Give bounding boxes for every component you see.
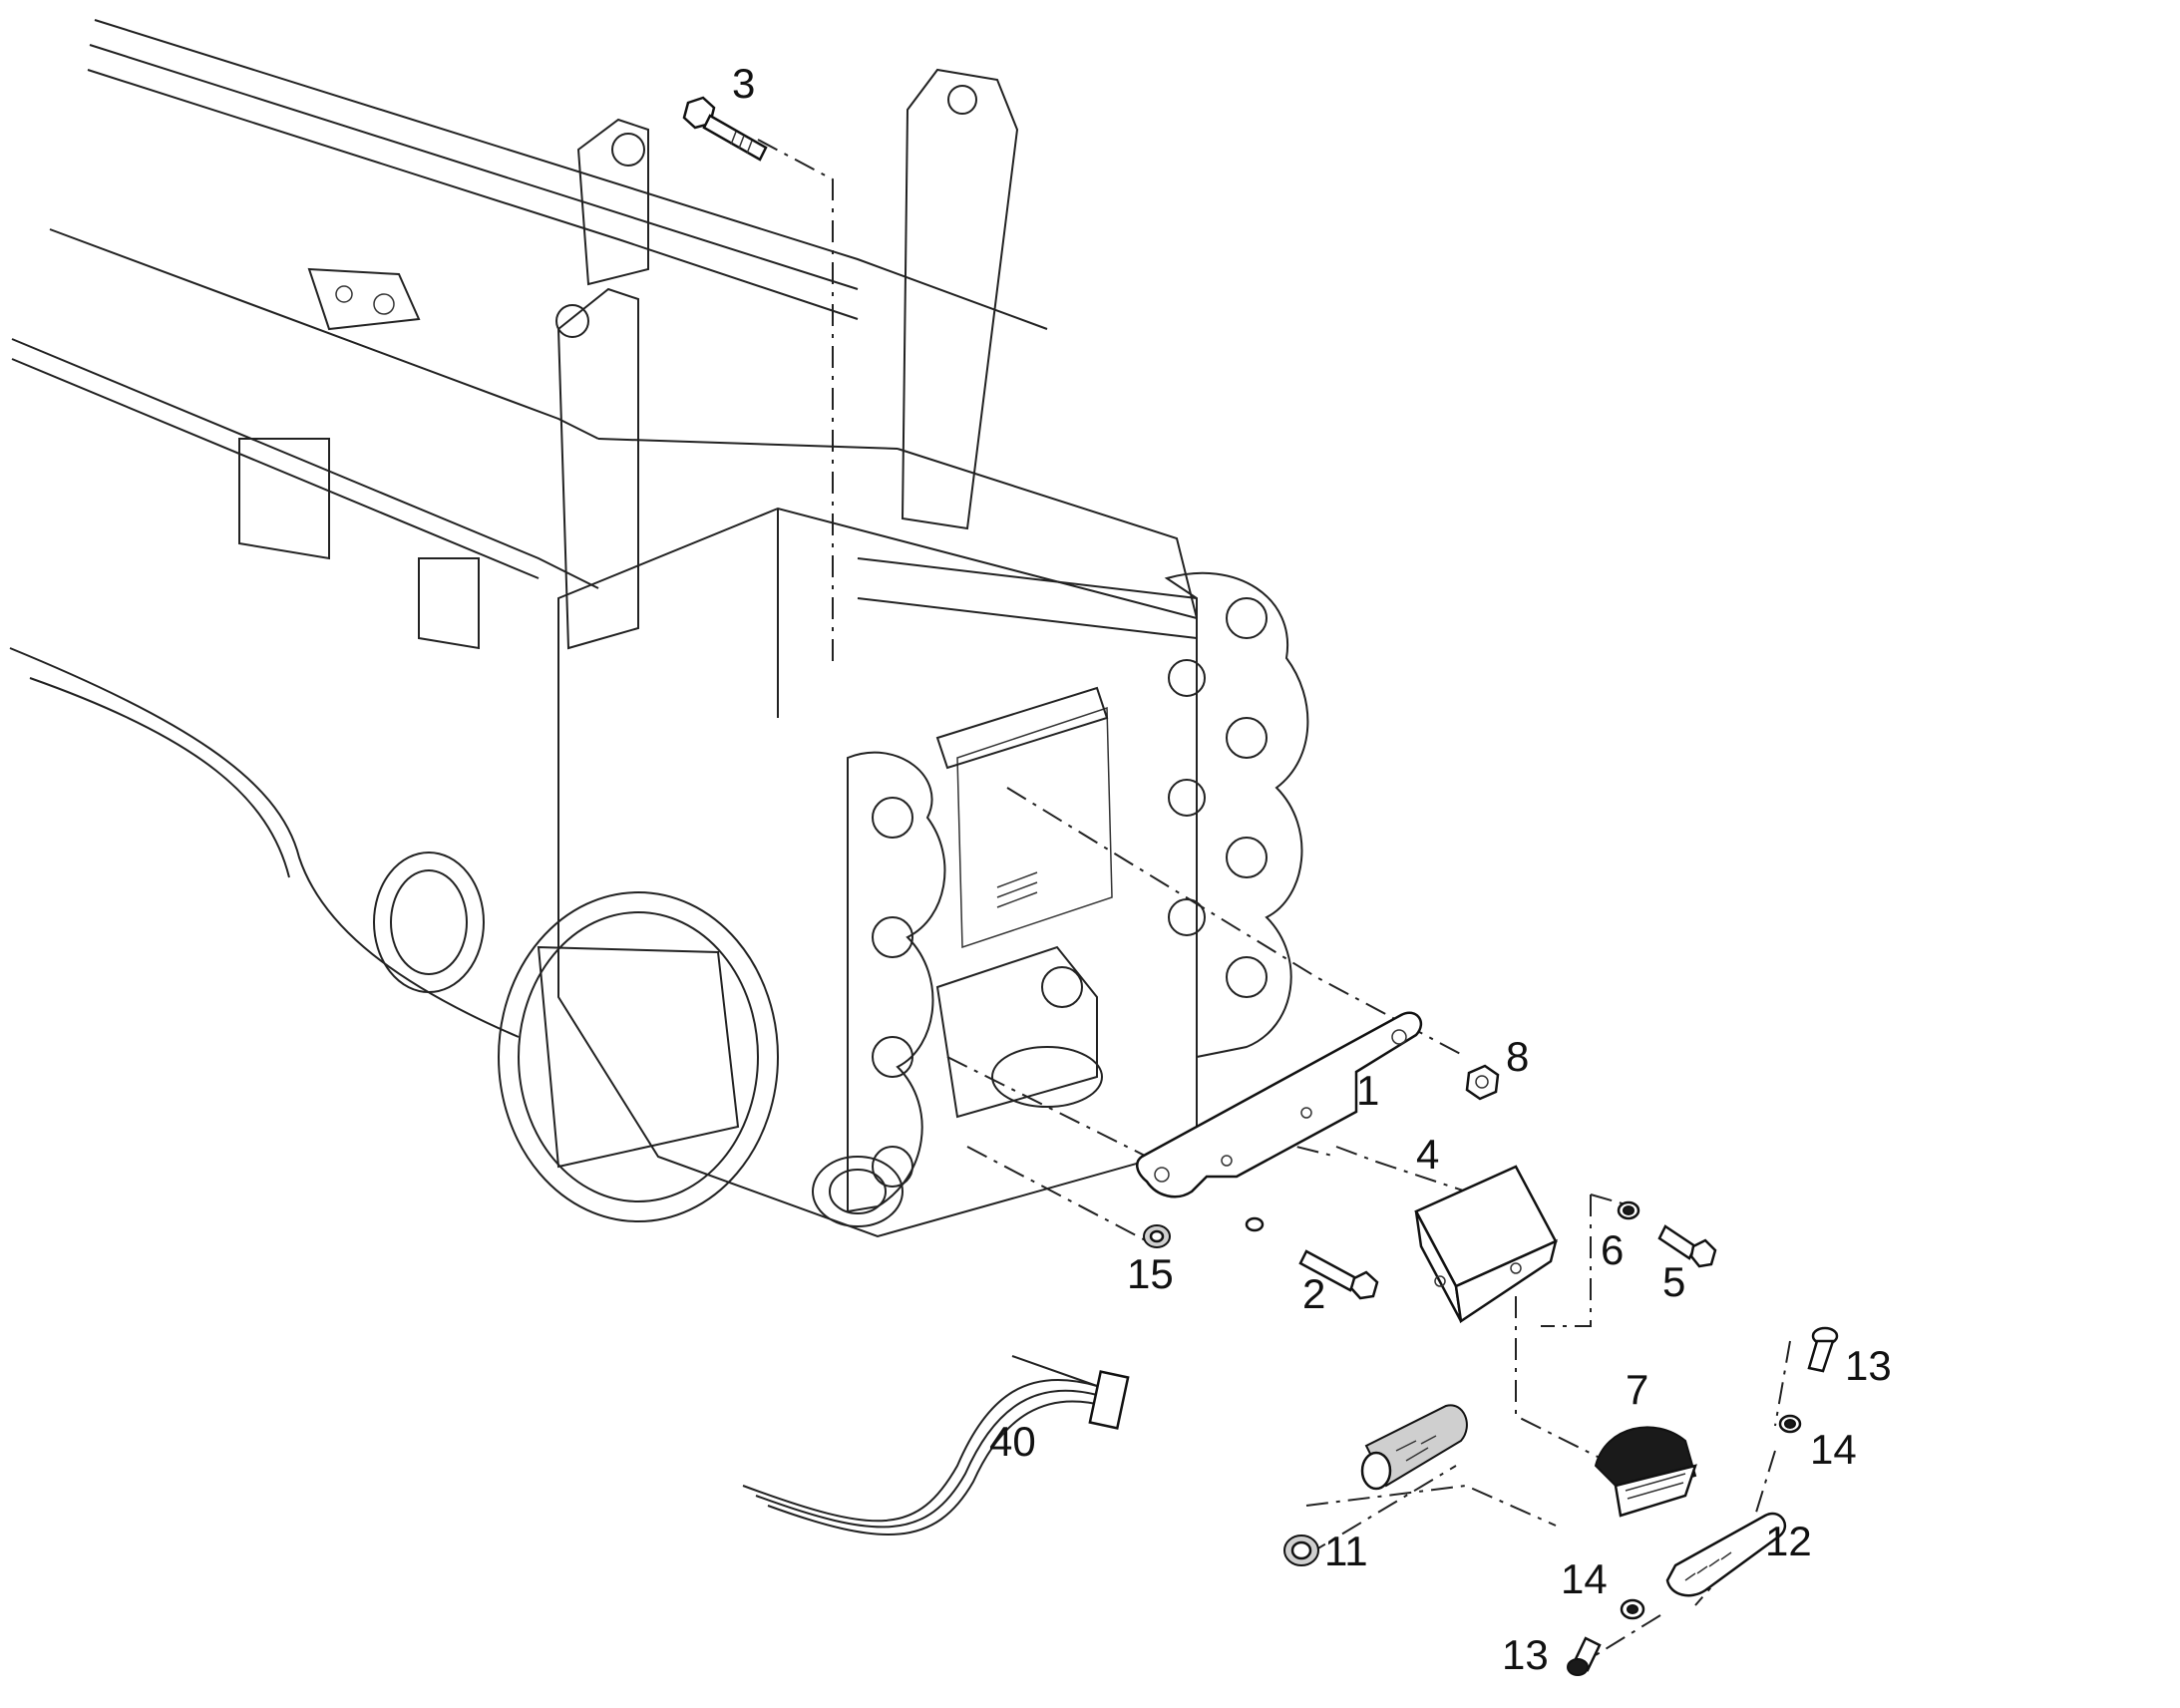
part-11-nut — [1283, 1535, 1319, 1566]
part-14-washer-bottom — [1620, 1598, 1645, 1620]
part-3-bolt — [682, 96, 768, 162]
callout-12: 12 — [1765, 1518, 1812, 1564]
chassis-frame — [9, 19, 1309, 1238]
part-1-bracket — [1136, 1011, 1423, 1198]
part-13-bolt-top — [1807, 1326, 1839, 1373]
callout-13-top: 13 — [1845, 1342, 1892, 1389]
part-6-washer — [1617, 1200, 1640, 1220]
callout-3: 3 — [732, 60, 755, 107]
callout-15: 15 — [1127, 1250, 1174, 1297]
part-11-gauge — [1360, 1404, 1468, 1491]
callout-7: 7 — [1626, 1366, 1648, 1413]
callout-6: 6 — [1601, 1226, 1624, 1273]
callout-5: 5 — [1662, 1258, 1685, 1305]
callout-4: 4 — [1416, 1131, 1439, 1178]
callout-14-top: 14 — [1810, 1426, 1857, 1473]
part-14-washer-top — [1778, 1414, 1802, 1434]
callout-11: 11 — [1324, 1528, 1368, 1574]
part-5-bolt — [1657, 1224, 1717, 1268]
part-13-bolt-bottom — [1567, 1636, 1602, 1676]
callout-2: 2 — [1302, 1270, 1325, 1317]
part-2-washer — [1245, 1216, 1265, 1232]
part-8-nut — [1465, 1064, 1500, 1101]
callout-1: 1 — [1356, 1067, 1379, 1114]
part-12-bracket — [1665, 1512, 1787, 1597]
part-40-wire-harness — [742, 1355, 1130, 1536]
callout-40: 40 — [989, 1418, 1036, 1465]
callout-labels: 1 2 3 4 5 6 7 8 11 12 13 13 14 14 15 40 — [732, 60, 1892, 1678]
part-7-sensor — [1594, 1426, 1697, 1518]
callout-14-bottom: 14 — [1561, 1555, 1608, 1602]
part-2-bolt — [1298, 1249, 1379, 1300]
part-4-cover — [1414, 1165, 1558, 1324]
callout-13-bottom: 13 — [1502, 1631, 1549, 1678]
callout-8: 8 — [1506, 1033, 1529, 1080]
part-15-nut — [1143, 1224, 1171, 1248]
